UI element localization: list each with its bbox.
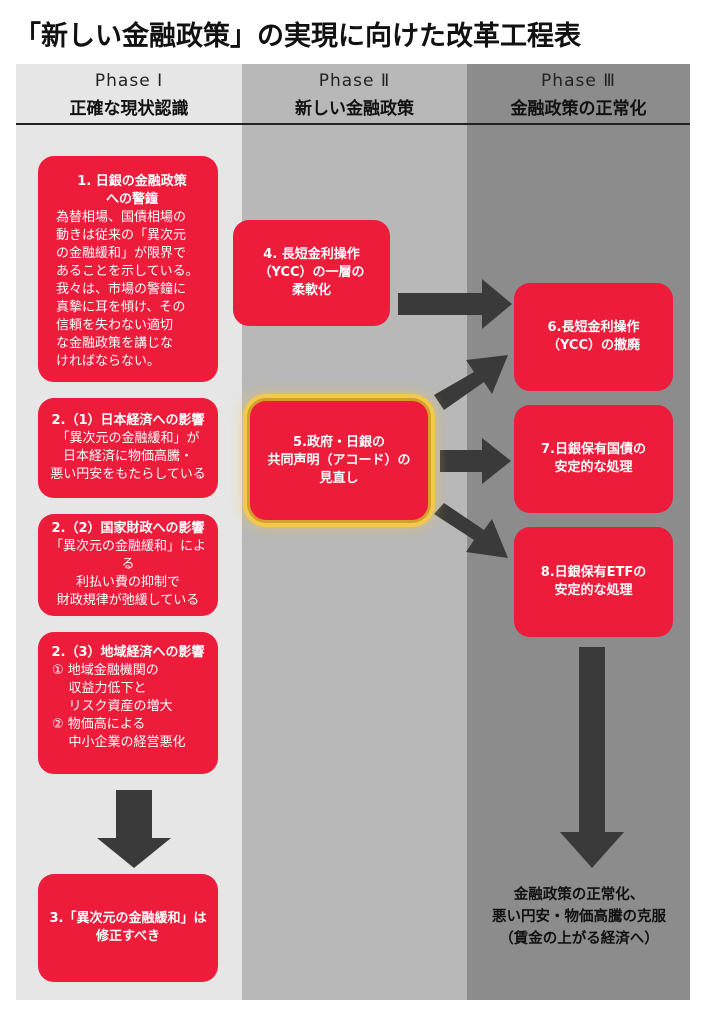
phase-3-header: Phase Ⅲ 金融政策の正常化 xyxy=(467,64,690,124)
box-2-3-regional-impact: 2.（3）地域経済への影響 ① 地域金融機関の 収益力低下と リスク資産の増大 … xyxy=(38,632,218,774)
final-outcome-line: （賃金の上がる経済へ） xyxy=(499,931,659,947)
box-2-3-item: ② 物価高による xyxy=(52,717,146,732)
box-2-3-item: 中小企業の経営悪化 xyxy=(52,735,186,750)
arrow-b5-to-b6 xyxy=(434,355,508,410)
phase-1-label: Phase Ⅰ xyxy=(94,71,164,91)
box-8-text: 8.日銀保有ETFの 安定的な処理 xyxy=(540,565,647,598)
arrow-b5-to-b7 xyxy=(440,438,511,484)
phase-3-name: 金融政策の正常化 xyxy=(510,99,647,119)
box-3-revise-easing: 3.「異次元の金融緩和」は 修正すべき xyxy=(38,874,218,982)
arrow-b4-to-b6 xyxy=(398,279,512,329)
arrow-down-phase3 xyxy=(560,647,624,868)
arrow-b5-to-b8 xyxy=(434,503,508,558)
final-outcome-line: 金融政策の正常化、 xyxy=(513,887,645,903)
phase-1-name: 正確な現状認識 xyxy=(69,99,189,119)
arrow-down-phase1 xyxy=(97,790,171,868)
header-divider xyxy=(16,123,690,125)
box-2-1-body: 「異次元の金融緩和」が 日本経済に物価高騰・ 悪い円安をもたらしている xyxy=(50,431,206,482)
box-6-text: 6.長短金利操作 （YCC）の撤廃 xyxy=(546,320,641,353)
box-2-1-title: 2.（1）日本経済への影響 xyxy=(51,413,205,428)
phase-2-header: Phase Ⅱ 新しい金融政策 xyxy=(242,64,467,124)
final-outcome-line: 悪い円安・物価高騰の克服 xyxy=(492,909,666,925)
final-outcome: 金融政策の正常化、 悪い円安・物価高騰の克服 （賃金の上がる経済へ） xyxy=(470,884,688,950)
box-3-text: 3.「異次元の金融緩和」は 修正すべき xyxy=(49,911,207,944)
box-4-ycc-flexibility: 4. 長短金利操作 （YCC）の一層の 柔軟化 xyxy=(233,220,390,326)
box-4-text: 4. 長短金利操作 （YCC）の一層の 柔軟化 xyxy=(258,247,365,298)
box-2-1-economy-impact: 2.（1）日本経済への影響 「異次元の金融緩和」が 日本経済に物価高騰・ 悪い円… xyxy=(38,398,218,498)
phase-2-label: Phase Ⅱ xyxy=(318,71,391,91)
phase-3-label: Phase Ⅲ xyxy=(541,71,616,91)
box-1-body: 為替相場、国債相場の 動きは従来の「異次元 の金融緩和」が限界で あることを示し… xyxy=(56,210,199,369)
box-2-3-item: ① 地域金融機関の xyxy=(52,663,159,678)
phase-1-header: Phase Ⅰ 正確な現状認識 xyxy=(16,64,242,124)
box-2-3-title: 2.（3）地域経済への影響 xyxy=(51,645,205,660)
phase-2-name: 新しい金融政策 xyxy=(295,99,414,119)
box-5-accord-review: 5.政府・日銀の 共同声明（アコード）の 見直し xyxy=(250,401,428,520)
box-7-jgb-disposal: 7.日銀保有国債の 安定的な処理 xyxy=(514,405,673,513)
box-6-ycc-abolition: 6.長短金利操作 （YCC）の撤廃 xyxy=(514,283,673,391)
box-8-etf-disposal: 8.日銀保有ETFの 安定的な処理 xyxy=(514,527,673,637)
box-1-boj-policy-warning: 1. 日銀の金融政策 への警鐘 為替相場、国債相場の 動きは従来の「異次元 の金… xyxy=(38,156,218,382)
box-7-text: 7.日銀保有国債の 安定的な処理 xyxy=(541,442,646,475)
box-2-3-item: リスク資産の増大 xyxy=(52,699,173,714)
box-2-2-body: 「異次元の金融緩和」による 利払い費の抑制で 財政規律が弛緩している xyxy=(49,539,206,608)
page-title: 「新しい金融政策」の実現に向けた改革工程表 xyxy=(14,21,581,52)
box-5-text: 5.政府・日銀の 共同声明（アコード）の 見直し xyxy=(267,434,411,486)
box-1-title: 1. 日銀の金融政策 への警鐘 xyxy=(77,174,187,207)
box-2-2-title: 2.（2）国家財政への影響 xyxy=(51,521,205,536)
box-2-3-item: 収益力低下と xyxy=(52,681,147,696)
box-2-2-fiscal-impact: 2.（2）国家財政への影響 「異次元の金融緩和」による 利払い費の抑制で 財政規… xyxy=(38,514,218,616)
